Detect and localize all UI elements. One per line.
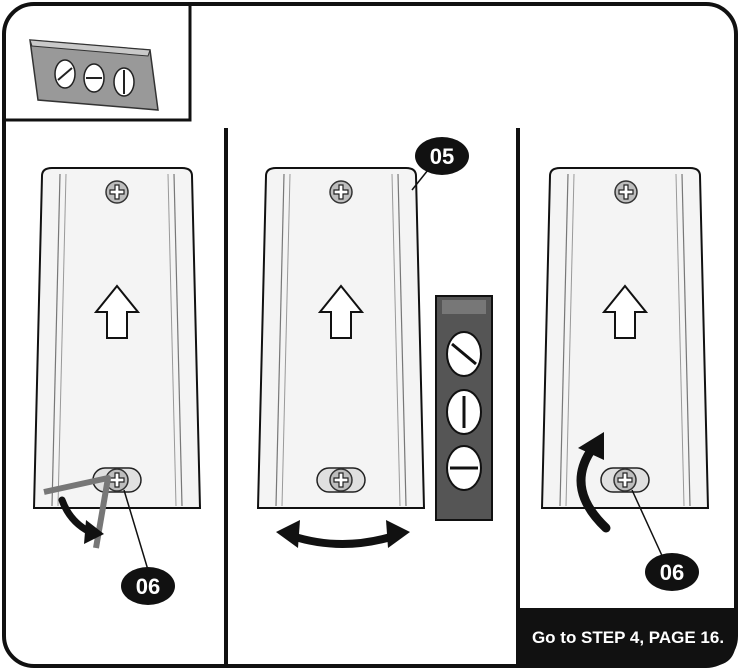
double-arrow-icon xyxy=(276,520,410,548)
spirit-level-vertical-icon xyxy=(435,295,493,521)
footer-text: Go to STEP 4, PAGE 16. xyxy=(532,628,724,647)
footer-bar: Go to STEP 4, PAGE 16. xyxy=(520,608,736,666)
callout-05: 05 xyxy=(415,137,469,175)
callout-06-right: 06 xyxy=(645,553,699,591)
inset-panel xyxy=(6,6,192,122)
callout-06-left: 06 xyxy=(121,567,175,605)
panel-left: 06 xyxy=(33,167,201,605)
panel-center: 05 xyxy=(257,137,493,548)
spirit-level-icon xyxy=(29,39,159,111)
panel-right: 06 xyxy=(541,167,709,591)
hex-key-icon xyxy=(43,475,111,549)
rotate-arrow-icon xyxy=(576,432,611,533)
callout-label: 06 xyxy=(136,574,160,599)
rotate-arrow-icon xyxy=(58,496,104,544)
callout-label: 06 xyxy=(660,560,684,585)
callout-label: 05 xyxy=(430,144,454,169)
